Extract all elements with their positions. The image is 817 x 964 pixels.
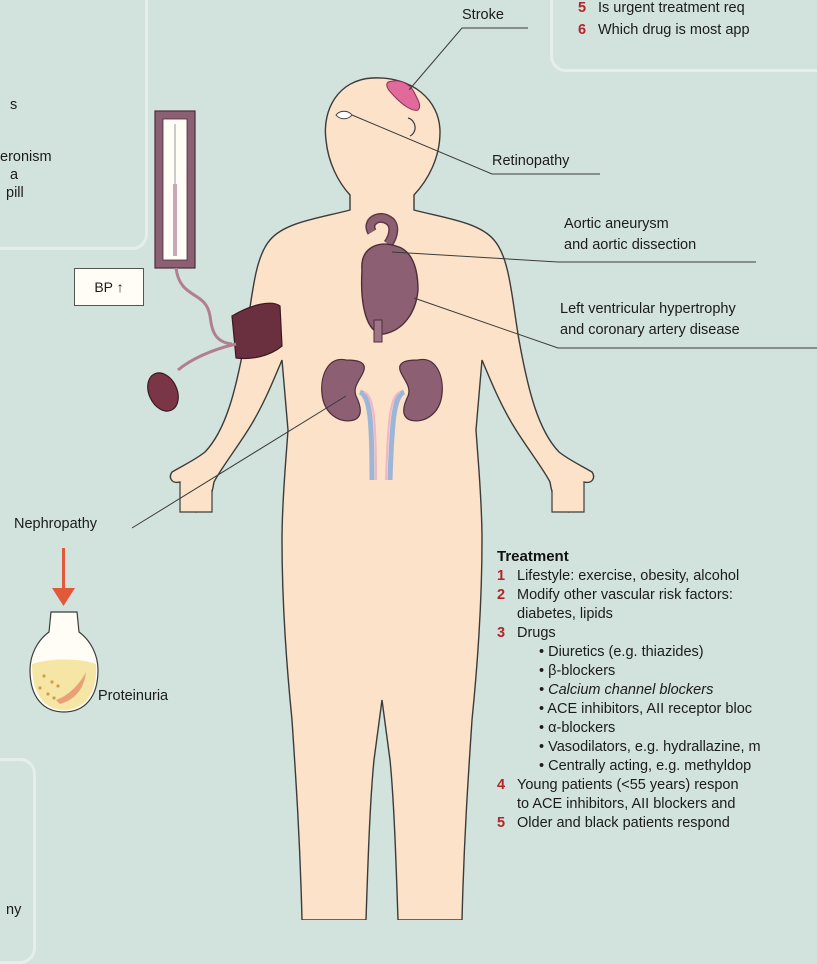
down-arrow-icon — [52, 548, 75, 606]
drug-alpha-blockers: • α-blockers — [497, 719, 761, 738]
drug-centrally-acting: • Centrally acting, e.g. methyldop — [497, 757, 761, 776]
bp-raised-label: BP ↑ — [74, 268, 144, 306]
stroke-leader — [409, 28, 528, 90]
treatment-item-4-line2: to ACE inhibitors, AII blockers and — [497, 795, 761, 814]
drug-diuretics: • Diuretics (e.g. thiazides) — [497, 643, 761, 662]
eye — [336, 111, 352, 119]
treatment-item-2-number: 2 — [497, 586, 517, 605]
retinopathy-label: Retinopathy — [492, 152, 569, 171]
drug-vasodilators: • Vasodilators, e.g. hydrallazine, m — [497, 738, 761, 757]
lvh-label-line1: Left ventricular hypertrophy — [560, 300, 736, 319]
aortic-label-line1: Aortic aneurysm — [564, 215, 669, 234]
stroke-label: Stroke — [462, 6, 504, 25]
drug-beta-blockers: • β-blockers — [497, 662, 761, 681]
treatment-item-4-text: Young patients (<55 years) respon — [517, 777, 739, 793]
treatment-item-3-text: Drugs — [517, 625, 556, 641]
urine-flask-icon — [30, 612, 98, 712]
treatment-item-3-number: 3 — [497, 624, 517, 643]
nephropathy-label: Nephropathy — [14, 515, 97, 534]
treatment-item-4-number: 4 — [497, 776, 517, 795]
treatment-item-5-text: Older and black patients respond — [517, 815, 730, 831]
treatment-item-1-number: 1 — [497, 567, 517, 586]
drug-calcium-channel-blockers: • Calcium channel blockers — [497, 681, 761, 700]
aortic-label-line2: and aortic dissection — [564, 236, 696, 255]
lvh-label-line2: and coronary artery disease — [560, 321, 740, 340]
proteinuria-label: Proteinuria — [98, 687, 168, 706]
treatment-item-2-line2: diabetes, lipids — [497, 605, 761, 624]
treatment-item-5-number: 5 — [497, 814, 517, 833]
treatment-item-1-text: Lifestyle: exercise, obesity, alcohol — [517, 568, 739, 584]
treatment-item-2-text: Modify other vascular risk factors: — [517, 587, 733, 603]
treatment-heading: Treatment — [497, 547, 761, 566]
drug-ace-inhibitors: • ACE inhibitors, AII receptor bloc — [497, 700, 761, 719]
